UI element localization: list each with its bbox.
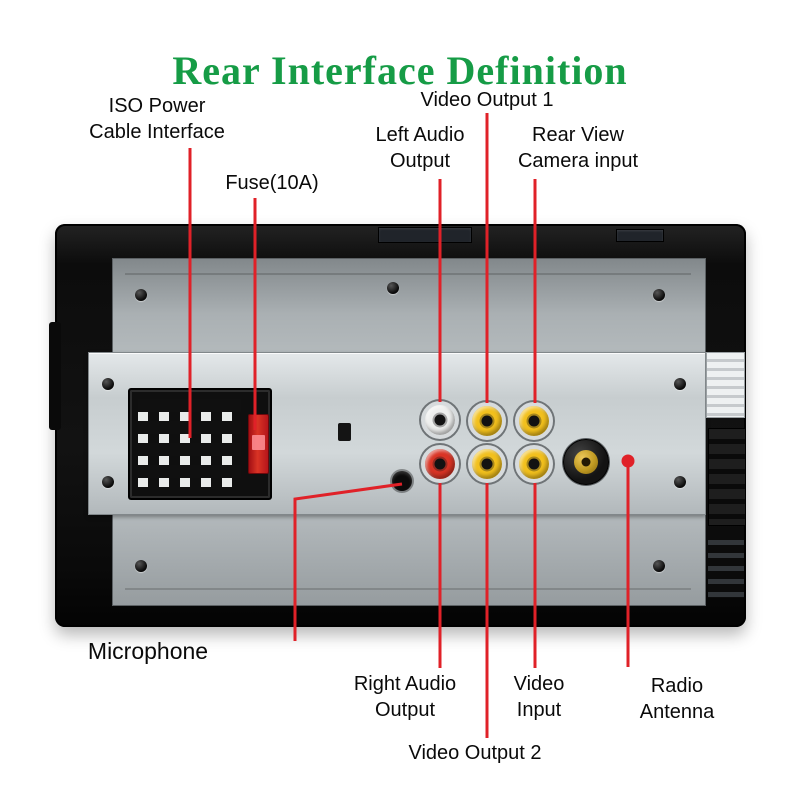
reset-slot [338, 423, 351, 441]
left-mount-tab [49, 322, 61, 430]
iso-power-connector [128, 388, 272, 500]
screw [653, 289, 665, 301]
label-right-audio-output: Right Audio Output [353, 673, 457, 721]
rca-right-audio-output [421, 445, 459, 483]
screw [387, 282, 399, 294]
rca-video-output-1 [468, 402, 506, 440]
screw [135, 289, 147, 301]
screw [102, 378, 114, 390]
rca-hole [434, 414, 446, 426]
side-connector [706, 352, 745, 418]
screw [674, 378, 686, 390]
panel-seam [125, 273, 691, 275]
label-left-audio-output: Left Audio Output [375, 124, 465, 172]
iso-pins [138, 399, 241, 487]
label-video-input: Video Input [513, 673, 565, 721]
screw [135, 560, 147, 572]
rca-hole [528, 458, 540, 470]
label-fuse: Fuse(10A) [225, 172, 319, 194]
side-vent-slots [708, 540, 744, 598]
label-iso-power-cable: ISO Power Cable Interface [89, 95, 225, 143]
rca-hole [528, 415, 540, 427]
screw [102, 476, 114, 488]
rca-video-output-2 [468, 445, 506, 483]
fuse-10a [248, 414, 269, 474]
label-rear-view-camera: Rear View Camera input [517, 124, 639, 172]
top-connector-slot [378, 227, 472, 243]
antenna-center [574, 450, 598, 474]
label-microphone: Microphone [87, 638, 209, 664]
rca-hole [434, 458, 446, 470]
label-video-output-1: Video Output 1 [420, 89, 554, 111]
screw [674, 476, 686, 488]
rca-hole [481, 415, 493, 427]
screw [653, 560, 665, 572]
top-connector-slot [616, 229, 664, 242]
label-video-output-2: Video Output 2 [408, 742, 542, 764]
rca-left-audio-output [421, 401, 459, 439]
panel-seam [125, 588, 691, 590]
side-connector-dark [708, 428, 746, 526]
label-radio-antenna: Radio Antenna [639, 675, 715, 723]
radio-antenna-jack [563, 439, 609, 485]
diagram-title: Rear Interface Definition [172, 47, 628, 93]
rca-video-input [515, 445, 553, 483]
rca-rear-view-camera-input [515, 402, 553, 440]
microphone-hole [392, 471, 412, 491]
rca-hole [481, 458, 493, 470]
